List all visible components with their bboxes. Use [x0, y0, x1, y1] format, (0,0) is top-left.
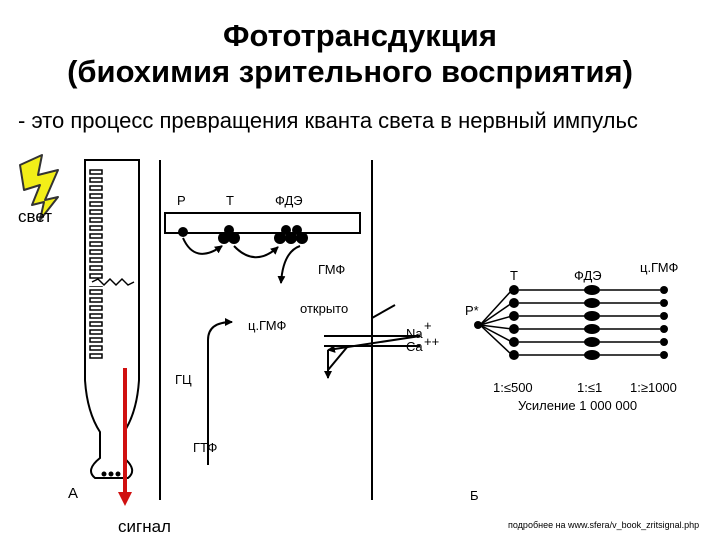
title-line-1: Фототрансдукция	[223, 18, 497, 53]
cgmp-dot	[660, 312, 668, 320]
pde-label: ФДЭ	[275, 193, 303, 208]
disc	[89, 313, 103, 319]
transducin-dot	[509, 298, 519, 308]
gmp-label: ГМФ	[318, 262, 345, 277]
disc	[89, 201, 103, 207]
panel-b-label: Б	[470, 488, 479, 503]
cascade-branch	[479, 315, 513, 326]
disc	[89, 225, 103, 231]
na-label: Na	[406, 326, 423, 341]
cgmp-label: ц.ГМФ	[248, 318, 286, 333]
ratio-2: 1:≤1	[577, 380, 602, 395]
disc	[89, 321, 103, 327]
pde-dot	[584, 298, 600, 308]
na-charge: +	[424, 318, 432, 333]
lightning-icon	[19, 154, 59, 221]
open-label: открыто	[300, 301, 348, 316]
disc	[89, 297, 103, 303]
subtitle: - это процесс превращения кванта света в…	[18, 108, 638, 133]
pde-dot	[584, 350, 600, 360]
signal-label: сигнал	[118, 517, 171, 536]
disc-squiggle	[91, 277, 135, 287]
light-label: свет	[18, 207, 52, 226]
rod-cell	[84, 159, 140, 479]
cgmp-dot	[660, 286, 668, 294]
ratio-1: 1:≤500	[493, 380, 533, 395]
disc	[89, 193, 103, 199]
disc-membrane	[164, 212, 361, 234]
cascade-branch	[479, 324, 513, 356]
cgmp-dot	[660, 299, 668, 307]
disc	[89, 177, 103, 183]
transducin-dot	[509, 324, 519, 334]
t-label: Т	[226, 193, 234, 208]
pde-dot	[584, 337, 600, 347]
amplification-cascade	[479, 285, 668, 360]
disc	[89, 169, 103, 175]
disc	[89, 345, 103, 351]
cgmp-dot	[660, 338, 668, 346]
transducin-dot	[509, 337, 519, 347]
transducin-dot	[509, 285, 519, 295]
gain-label: Усиление 1 000 000	[518, 398, 637, 413]
activated-rhodopsin	[474, 321, 482, 329]
cell-boundary	[159, 160, 373, 500]
disc	[89, 241, 103, 247]
disc	[89, 257, 103, 263]
right-t-label: Т	[510, 268, 518, 283]
activation-arrows	[182, 237, 301, 284]
gtp-label: ГТФ	[193, 440, 218, 455]
disc	[89, 337, 103, 343]
ion-channel	[324, 304, 420, 371]
cascade-branch	[479, 324, 513, 330]
cascade-branch	[479, 289, 513, 326]
p-star-label: Р*	[465, 303, 479, 318]
membrane-proteins	[178, 225, 308, 244]
disc	[89, 329, 103, 335]
gc-arrow	[207, 318, 233, 465]
right-pde-label: ФДЭ	[574, 268, 602, 283]
transducin-dot	[509, 311, 519, 321]
disc	[89, 217, 103, 223]
ion-flow-arrow	[327, 335, 421, 353]
disc	[89, 289, 103, 295]
synaptic-terminal	[101, 471, 121, 477]
rod-outer-segment-discs	[89, 169, 103, 359]
transducin-dot	[509, 350, 519, 360]
right-cgmp-label: ц.ГМФ	[640, 260, 678, 275]
ratio-3: 1:≥1000	[630, 380, 677, 395]
cascade-branch	[479, 324, 513, 343]
footer-link: подробнее на www.sfera/v_book_zritsignal…	[508, 520, 699, 530]
disc	[89, 305, 103, 311]
disc	[89, 249, 103, 255]
cascade-branch	[479, 302, 513, 326]
disc	[89, 185, 103, 191]
pde-dot	[584, 324, 600, 334]
disc	[89, 209, 103, 215]
ca-label: Ca	[406, 339, 423, 354]
gc-label: ГЦ	[175, 372, 192, 387]
pde-dot	[584, 311, 600, 321]
title-line-2: (биохимия зрительного восприятия)	[67, 54, 633, 89]
disc	[89, 273, 103, 279]
pde-dot	[584, 285, 600, 295]
ca-charge: ++	[424, 334, 439, 349]
r-label: Р	[177, 193, 186, 208]
cgmp-dot	[660, 351, 668, 359]
disc	[89, 233, 103, 239]
panel-a-label: А	[68, 485, 78, 502]
disc	[89, 265, 103, 271]
cgmp-dot	[660, 325, 668, 333]
disc	[89, 353, 103, 359]
